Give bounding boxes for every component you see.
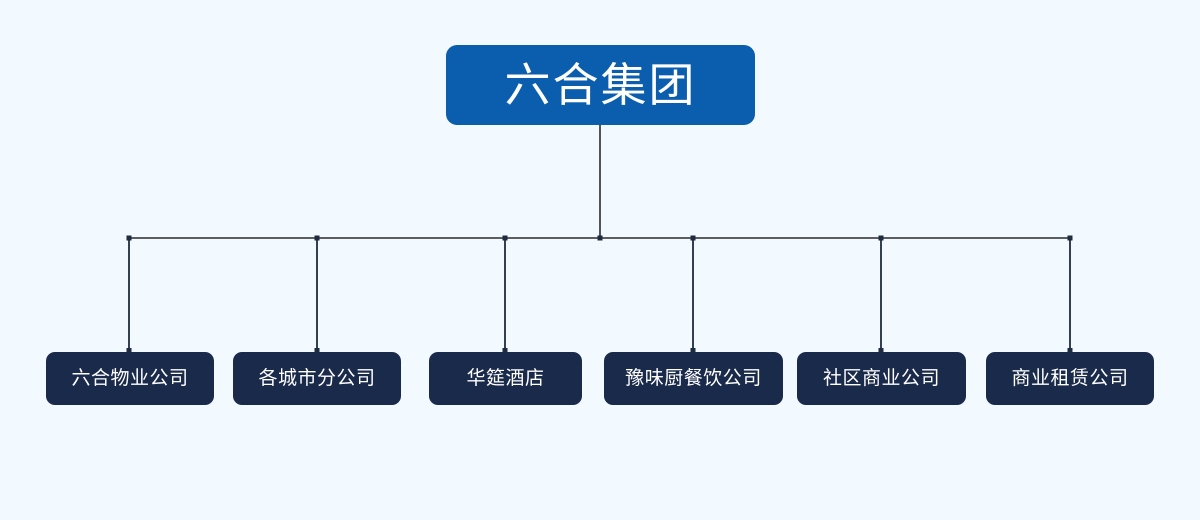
org-node-child-4-label: 豫味厨餐饮公司 <box>625 368 762 389</box>
org-node-child-2-label: 各城市分公司 <box>258 368 376 389</box>
org-node-child-1-label: 六合物业公司 <box>71 368 189 389</box>
junction-dot-5 <box>878 235 884 241</box>
org-node-child-3[interactable]: 华筵酒店 <box>429 352 582 405</box>
org-node-root[interactable]: 六合集团 <box>446 45 755 125</box>
junction-dot-1 <box>126 235 132 241</box>
junction-dot-4 <box>690 235 696 241</box>
node-entry-dot-4 <box>690 348 696 353</box>
node-entry-dot-2 <box>314 348 320 353</box>
org-node-child-4[interactable]: 豫味厨餐饮公司 <box>604 352 783 405</box>
node-entry-dot-3 <box>502 348 508 353</box>
org-node-child-2[interactable]: 各城市分公司 <box>233 352 401 405</box>
org-node-child-6-label: 商业租赁公司 <box>1011 368 1129 389</box>
junction-dot-6 <box>1067 235 1073 241</box>
junction-dot-root <box>597 235 603 241</box>
org-node-child-5-label: 社区商业公司 <box>822 368 940 389</box>
org-node-child-3-label: 华筵酒店 <box>466 368 545 389</box>
junction-dot-2 <box>314 235 320 241</box>
org-node-child-1[interactable]: 六合物业公司 <box>46 352 214 405</box>
node-entry-dot-5 <box>878 348 884 353</box>
org-node-child-5[interactable]: 社区商业公司 <box>797 352 966 405</box>
org-node-root-label: 六合集团 <box>504 59 697 111</box>
org-node-child-6[interactable]: 商业租赁公司 <box>986 352 1154 405</box>
node-entry-dot-1 <box>126 348 132 353</box>
junction-dot-3 <box>502 235 508 241</box>
node-entry-dot-6 <box>1067 348 1073 353</box>
